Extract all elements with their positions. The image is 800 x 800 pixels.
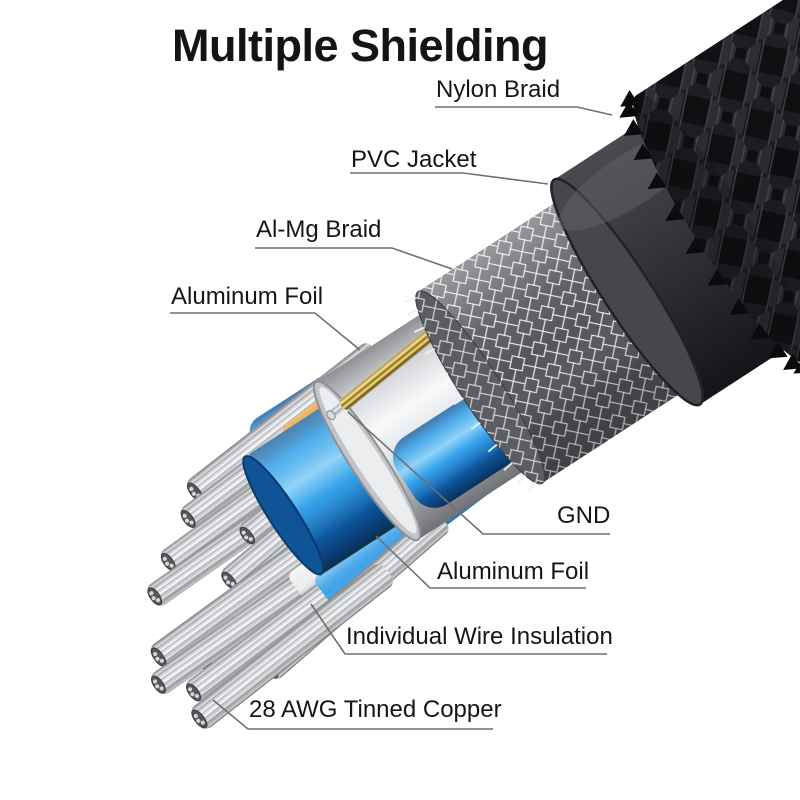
aluminum-foil-outer-leader-line [170, 312, 361, 351]
label-pvc-jacket: PVC Jacket [351, 146, 477, 173]
individual-wire-insulation-leader-line [310, 603, 607, 655]
braid-fringe [405, 296, 537, 492]
aluminum-foil-inner-leader-line [375, 535, 586, 589]
label-individual-wire-insulation: Individual Wire Insulation [346, 623, 613, 650]
nylon-frayed-edge [619, 89, 800, 374]
gnd-leader-line [347, 411, 610, 535]
nylon-braid-leader-line [435, 106, 613, 116]
almg-braid-leader-line [255, 247, 453, 270]
leader-lines [170, 106, 613, 730]
nylon-braid-layer [619, 0, 800, 374]
page-title: Multiple Shielding [172, 20, 548, 71]
label-nylon-braid: Nylon Braid [436, 76, 561, 103]
wire-tinned-bare [191, 564, 394, 729]
label-aluminum-foil-outer: Aluminum Foil [171, 283, 324, 310]
label-almg-braid: Al-Mg Braid [256, 216, 382, 243]
label-aluminum-foil-inner: Aluminum Foil [437, 558, 590, 585]
label-tinned-copper: 28 AWG Tinned Copper [249, 696, 502, 723]
tinned-copper-leader-line [212, 699, 493, 730]
label-gnd: GND [557, 502, 611, 529]
pvc-jacket-leader-line [350, 172, 549, 185]
wire-tinned-bare [150, 523, 337, 667]
